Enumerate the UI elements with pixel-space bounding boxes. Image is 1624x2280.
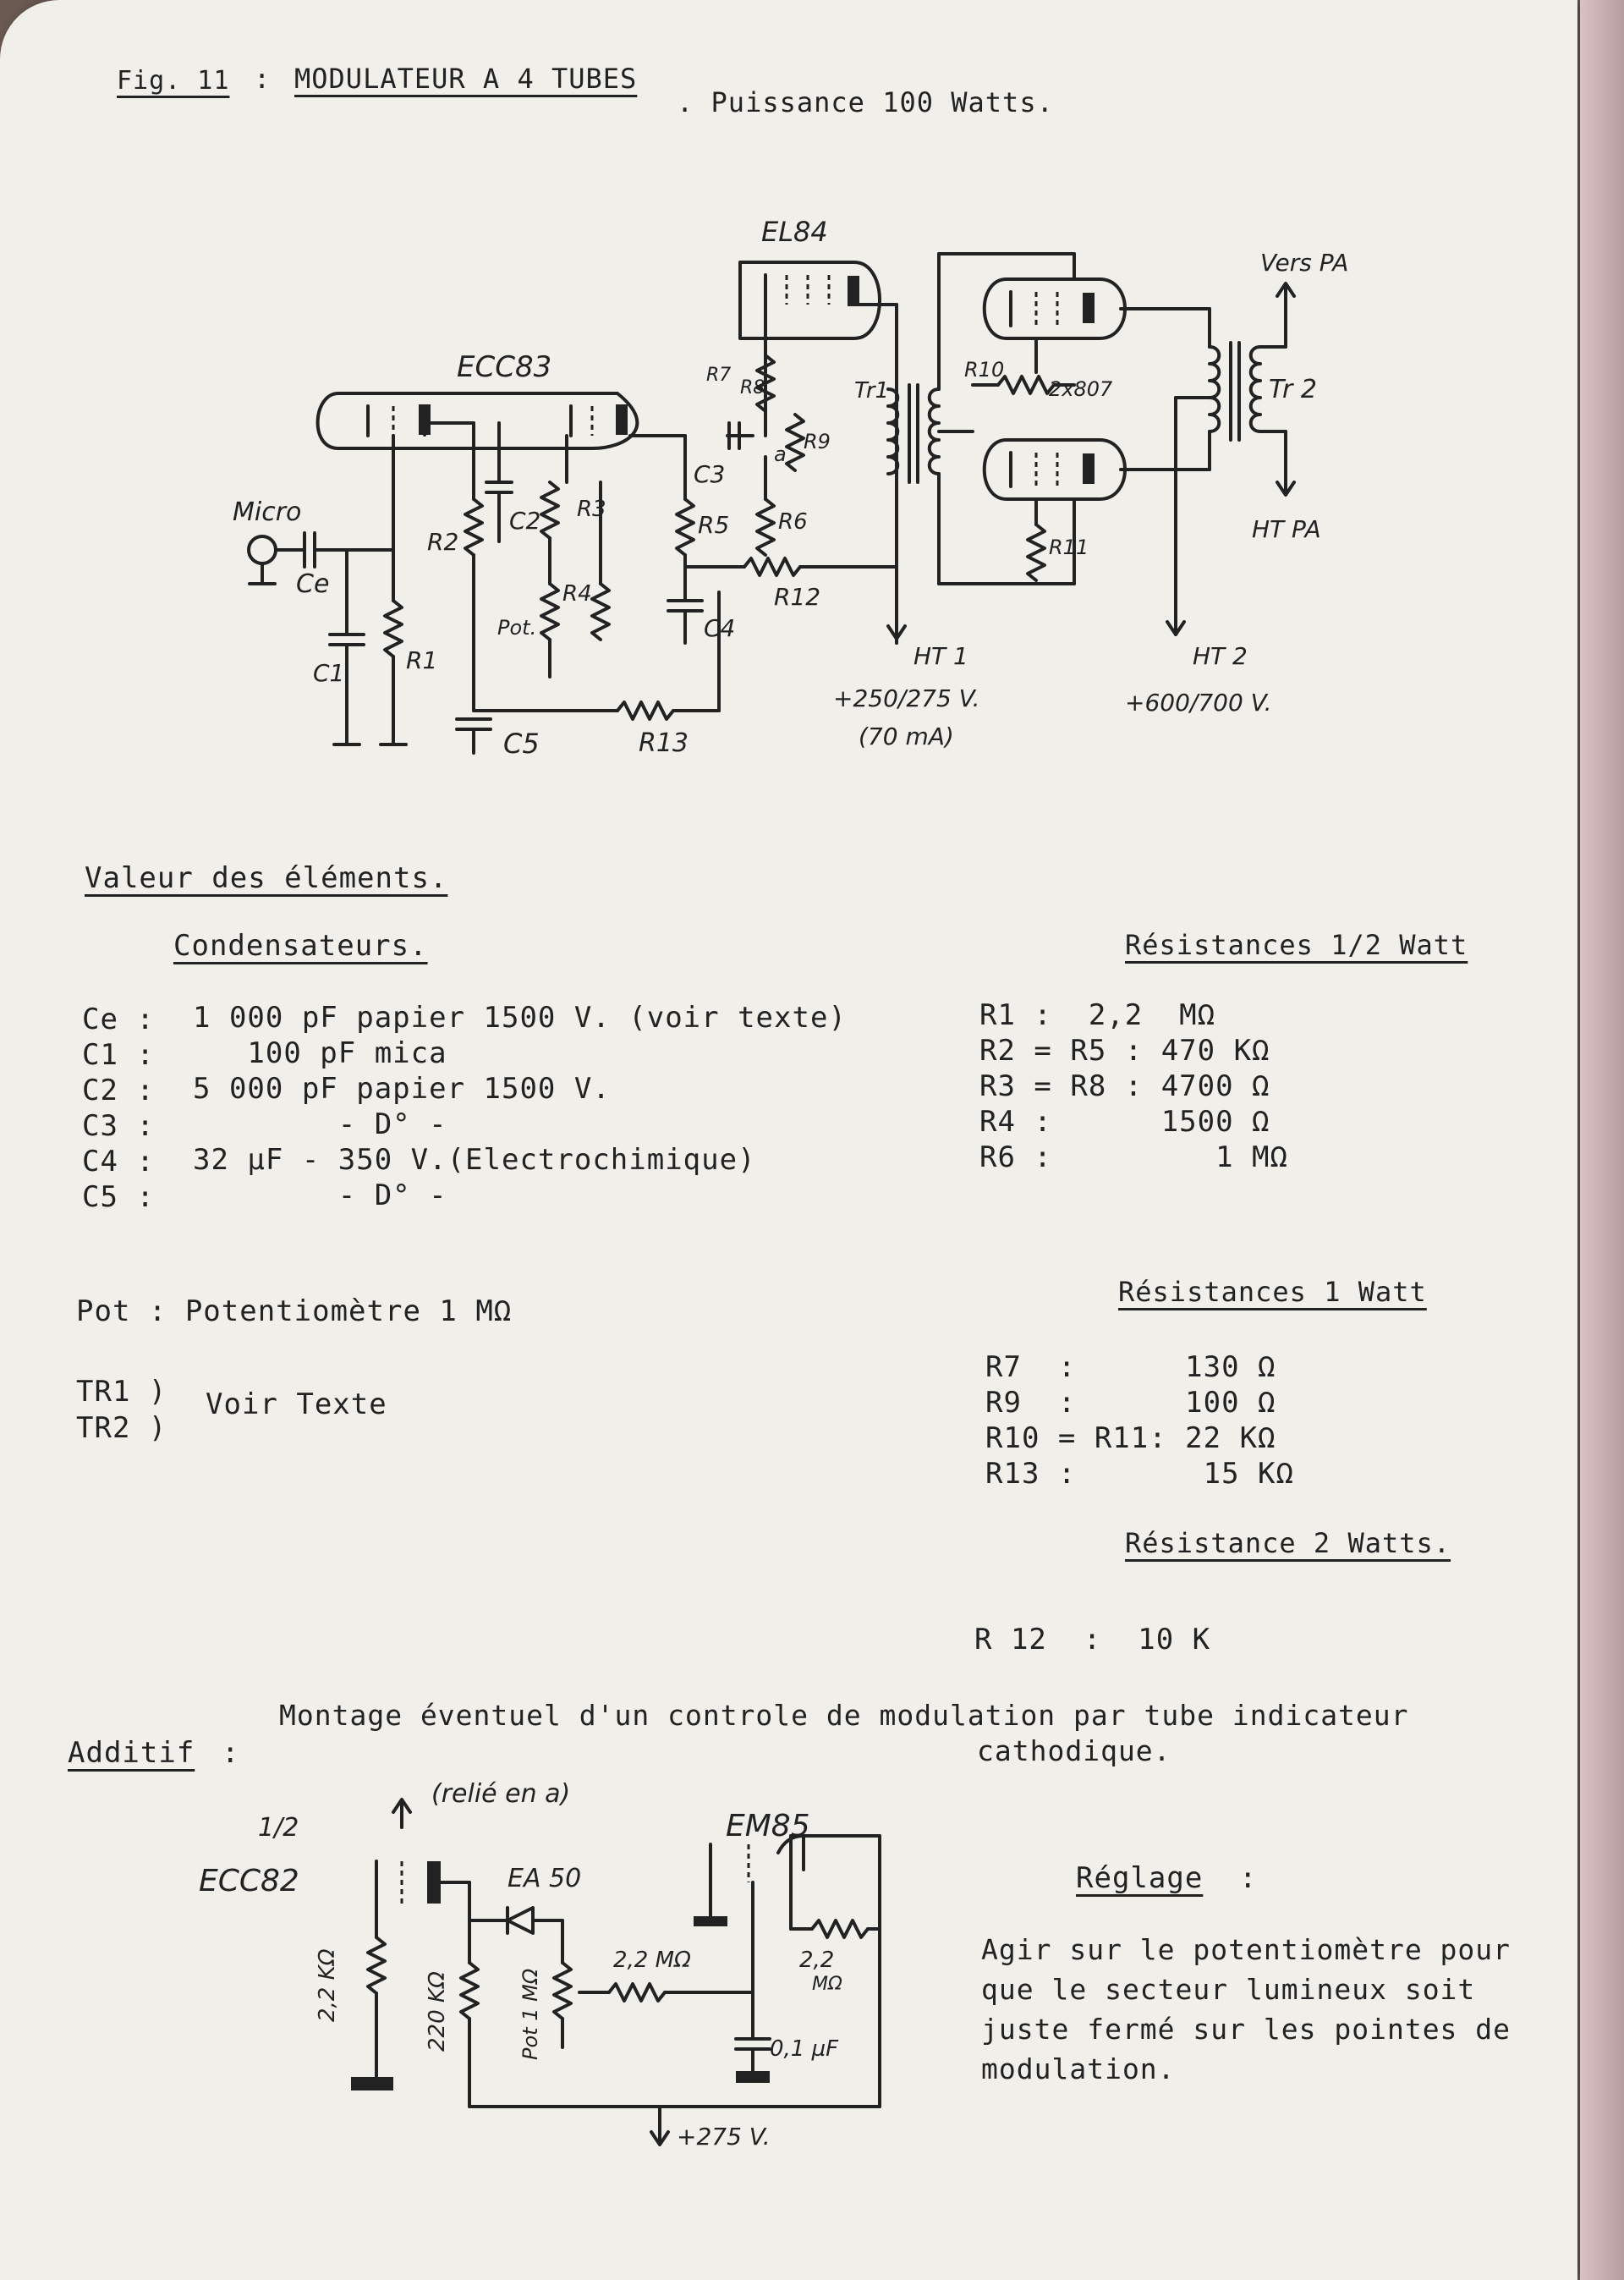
tr1-label: Tr1 <box>854 378 889 404</box>
cap-ref: Ce : <box>82 1003 155 1036</box>
res-1w-row: R13 : 15 KΩ <box>985 1457 1294 1491</box>
vers-pa-label: Vers PA <box>1260 249 1348 277</box>
ecc82-label: ECC82 <box>199 1864 299 1898</box>
ecc83-label: ECC83 <box>457 350 551 384</box>
ht-pa-label: HT PA <box>1252 515 1321 543</box>
ht1-voltage: +250/275 V. <box>833 684 980 712</box>
r9-label: R9 <box>804 430 831 453</box>
res-1w-row: R7 : 130 Ω <box>985 1350 1276 1384</box>
additif-colon: : <box>222 1736 240 1770</box>
c2-label: C2 <box>509 507 540 535</box>
cap-value: 5 000 pF papier 1500 V. <box>193 1072 611 1106</box>
cap-value: 32 µF - 350 V.(Electrochimique) <box>193 1143 756 1177</box>
r8-label: R8 <box>740 377 765 398</box>
res-1w-heading: Résistances 1 Watt <box>1118 1276 1427 1308</box>
voir-texte: Voir Texte <box>206 1387 387 1421</box>
pot-label: Pot. <box>497 616 536 640</box>
modulator-schematic: ECC83 Micro Ce C1 R1 R2 C5 <box>233 216 1348 760</box>
cap-ref: C3 : <box>82 1109 155 1143</box>
reglage-colon: : <box>1239 1861 1258 1895</box>
res-half-row: R1 : 2,2 MΩ <box>979 998 1216 1032</box>
em85-label: EM85 <box>726 1809 810 1843</box>
r1-label: R1 <box>406 646 437 674</box>
r22m-b-unit: MΩ <box>812 1974 842 1995</box>
ht2-voltage: +600/700 V. <box>1125 689 1272 717</box>
res-1w-row: R10 = R11: 22 KΩ <box>985 1421 1276 1455</box>
r6-label: R6 <box>778 509 808 535</box>
r4-label: R4 <box>562 581 592 607</box>
res-half-row: R4 : 1500 Ω <box>979 1105 1270 1139</box>
figure-subtitle: . Puissance 100 Watts. <box>677 86 1054 118</box>
page-edge <box>1580 0 1624 2280</box>
r2-label: R2 <box>427 528 458 556</box>
c1-label: C1 <box>313 659 344 687</box>
ht2-label: HT 2 <box>1193 642 1248 670</box>
r5-label: R5 <box>698 511 729 539</box>
relie-label: (relié en a) <box>431 1779 570 1809</box>
reglage-line: que le secteur lumineux soit <box>981 1973 1476 2006</box>
c5-label: C5 <box>503 728 540 760</box>
half-label: 1/2 <box>258 1813 299 1843</box>
additif-text-2: cathodique. <box>977 1734 1171 1767</box>
tubes-label: 2x807 <box>1049 377 1113 401</box>
res-half-row: R2 = R5 : 470 KΩ <box>979 1034 1270 1068</box>
r12-label: R12 <box>774 583 820 611</box>
additif-text-1: Montage éventuel d'un controle de modula… <box>279 1699 1409 1732</box>
cap-value: - D° - <box>193 1107 447 1141</box>
r22m-a-label: 2,2 MΩ <box>613 1948 691 1973</box>
cap-ref: C5 : <box>82 1180 155 1214</box>
r220k-label: 220 KΩ <box>425 1971 450 2052</box>
r13-label: R13 <box>639 728 689 758</box>
document-page: Fig. 11 : MODULATEUR A 4 TUBES . Puissan… <box>0 0 1577 2280</box>
a-label: a <box>774 442 787 466</box>
res-2w-heading: Résistance 2 Watts. <box>1125 1527 1451 1559</box>
cap-value: 1 000 pF papier 1500 V. (voir texte) <box>193 1001 847 1035</box>
ea50-label: EA 50 <box>508 1864 581 1893</box>
cap-value: - D° - <box>193 1178 447 1212</box>
r22k-label: 2,2 KΩ <box>315 1948 340 2022</box>
el84-label: EL84 <box>761 216 828 248</box>
cap-ref: C4 : <box>82 1145 155 1178</box>
additif-label: Additif <box>68 1736 195 1770</box>
ht1-current: (70 mA) <box>859 722 954 750</box>
r7-label: R7 <box>706 365 731 386</box>
cap-label: 0,1 µF <box>770 2036 839 2062</box>
figure-title: MODULATEUR A 4 TUBES <box>294 63 638 95</box>
c3-label: C3 <box>694 460 725 488</box>
elements-heading: Valeur des éléments. <box>85 861 448 895</box>
pot1m-label: Pot 1 MΩ <box>518 1968 542 2060</box>
capacitors-heading: Condensateurs. <box>173 929 428 963</box>
reglage-line: modulation. <box>981 2052 1176 2085</box>
pot-line: Pot : Potentiomètre 1 MΩ <box>76 1294 513 1328</box>
cap-value: 100 pF mica <box>193 1036 447 1070</box>
ht1-label: HT 1 <box>914 642 968 670</box>
r11-label: R11 <box>1049 536 1089 559</box>
reglage-heading: Réglage <box>1076 1861 1204 1895</box>
supply-label: +275 V. <box>677 2123 771 2151</box>
tr2-label: Tr 2 <box>1269 375 1317 404</box>
res-2w-row: R 12 : 10 K <box>974 1623 1211 1656</box>
reglage-line: juste fermé sur les pointes de <box>981 2013 1512 2046</box>
tr2-line: TR2 ) <box>76 1411 167 1445</box>
res-half-row: R6 : 1 MΩ <box>979 1140 1288 1174</box>
res-half-row: R3 = R8 : 4700 Ω <box>979 1069 1270 1103</box>
r22m-b-label: 2,2 <box>799 1948 834 1973</box>
micro-label: Micro <box>233 497 301 527</box>
res-1w-row: R9 : 100 Ω <box>985 1386 1276 1420</box>
figure-number: Fig. 11 <box>117 66 230 96</box>
cap-ref: C2 : <box>82 1074 155 1107</box>
reglage-line: Agir sur le potentiomètre pour <box>981 1933 1512 1966</box>
ce-label: Ce <box>296 569 329 599</box>
cap-ref: C1 : <box>82 1038 155 1072</box>
res-half-heading: Résistances 1/2 Watt <box>1125 929 1468 961</box>
indicator-schematic: (relié en a) 1/2 ECC82 EA 50 EM85 2,2 KΩ… <box>199 1779 881 2151</box>
r10-label: R10 <box>964 358 1004 382</box>
header-colon: : <box>254 63 272 95</box>
tr1-line: TR1 ) <box>76 1375 167 1409</box>
